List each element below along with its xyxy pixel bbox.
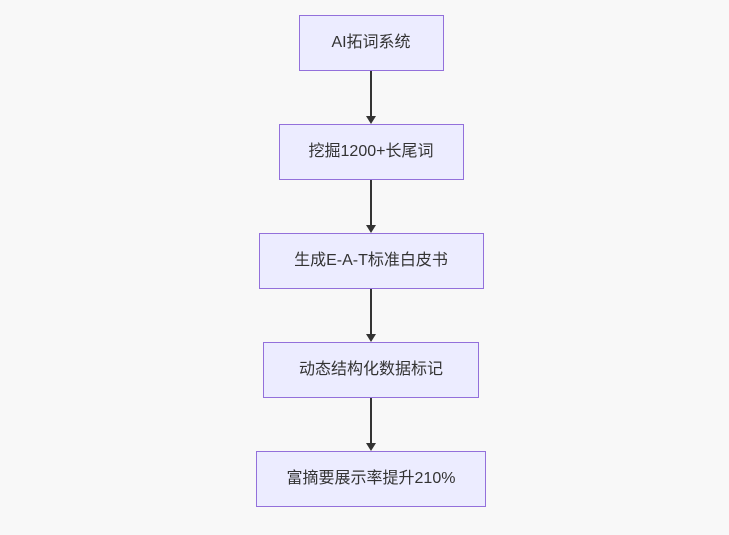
arrow-line [370, 71, 372, 116]
down-arrow-3 [366, 289, 376, 342]
flow-node-longtail-keywords: 挖掘1200+长尾词 [278, 124, 464, 180]
down-arrow-2 [366, 180, 376, 233]
down-arrow-1 [366, 71, 376, 124]
down-arrow-4 [366, 398, 376, 451]
arrowhead-down-icon [366, 225, 376, 233]
arrow-line [370, 180, 372, 225]
flow-node-eat-whitepaper: 生成E-A-T标准白皮书 [258, 233, 484, 289]
flow-node-structured-data: 动态结构化数据标记 [263, 342, 479, 398]
arrowhead-down-icon [366, 334, 376, 342]
arrow-line [370, 398, 372, 443]
arrow-line [370, 289, 372, 334]
arrowhead-down-icon [366, 443, 376, 451]
arrowhead-down-icon [366, 116, 376, 124]
flow-node-rich-snippet-result: 富摘要展示率提升210% [256, 451, 486, 507]
flowchart: AI拓词系统 挖掘1200+长尾词 生成E-A-T标准白皮书 动态结构化数据标记… [256, 15, 486, 507]
flow-node-ai-system: AI拓词系统 [298, 15, 444, 71]
